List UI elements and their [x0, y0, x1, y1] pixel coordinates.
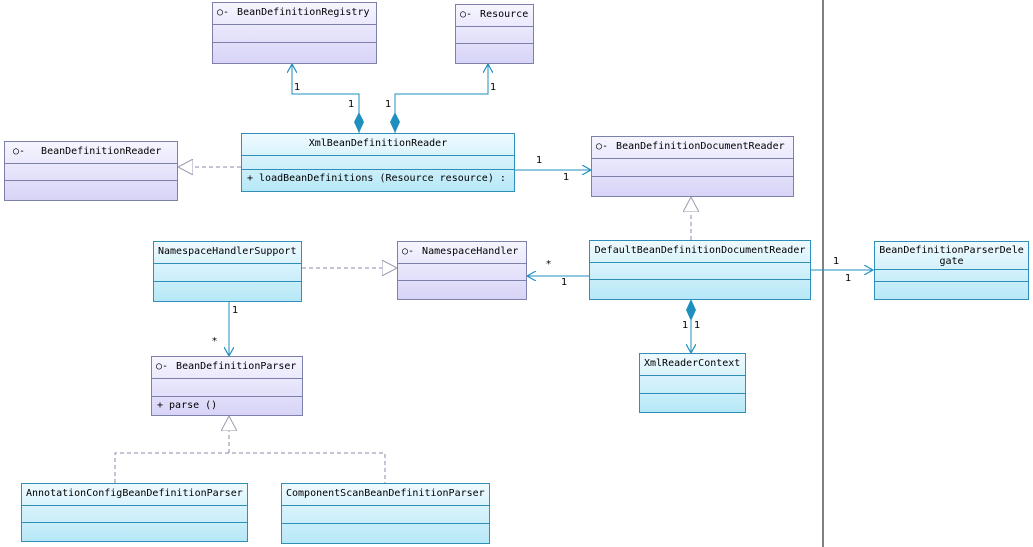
- class-resource[interactable]: ○- Resource: [455, 4, 534, 64]
- multiplicity-label: *: [212, 336, 217, 347]
- attributes-section: [22, 506, 247, 523]
- realize-parser-tree: [114, 452, 386, 483]
- multiplicity-label: 1: [682, 320, 689, 331]
- operations-section: [640, 394, 745, 412]
- operation-load-bean-definitions: + loadBeanDefinitions (Resource resource…: [247, 173, 506, 184]
- attributes-section: [213, 25, 376, 43]
- multiplicity-label: 1: [833, 256, 840, 267]
- class-name: AnnotationConfigBeanDefinitionParser: [26, 488, 243, 499]
- class-xml-bean-definition-reader[interactable]: XmlBeanDefinitionReader + loadBeanDefini…: [241, 133, 515, 192]
- class-name: NamespaceHandler: [422, 246, 519, 257]
- multiplicity-label: 1: [845, 273, 852, 284]
- class-name: BeanDefinitionParser: [176, 361, 297, 372]
- operations-section: + loadBeanDefinitions (Resource resource…: [242, 170, 514, 191]
- class-bean-definition-reader[interactable]: ○- BeanDefinitionReader: [4, 141, 178, 201]
- operations-section: [456, 44, 533, 63]
- attributes-section: [640, 376, 745, 394]
- class-name: BeanDefinitionParserDelegate: [879, 245, 1024, 267]
- operations-section: [590, 280, 810, 299]
- attributes-section: [152, 379, 302, 397]
- operations-section: + parse (): [152, 397, 302, 415]
- interface-icon: ○-: [402, 246, 415, 257]
- operations-section: [592, 177, 793, 196]
- interface-icon: ○-: [460, 9, 473, 20]
- class-bean-definition-document-reader[interactable]: ○- BeanDefinitionDocumentReader: [591, 136, 794, 197]
- class-name: BeanDefinitionRegistry: [237, 7, 370, 18]
- class-name: ComponentScanBeanDefinitionParser: [286, 488, 485, 499]
- class-annotation-config-bean-definition-parser[interactable]: AnnotationConfigBeanDefinitionParser: [21, 483, 248, 542]
- attributes-section: [592, 159, 793, 177]
- attributes-section: [282, 506, 489, 524]
- class-namespace-handler-support[interactable]: NamespaceHandlerSupport: [153, 241, 302, 302]
- multiplicity-label: 1: [536, 155, 543, 166]
- attributes-section: [875, 270, 1028, 282]
- multiplicity-label: 1: [385, 99, 392, 110]
- multiplicity-label: 1: [563, 172, 570, 183]
- attributes-section: [242, 156, 514, 170]
- operations-section: [5, 181, 177, 200]
- attributes-section: [456, 27, 533, 44]
- class-bean-definition-registry[interactable]: ○- BeanDefinitionRegistry: [212, 2, 377, 64]
- attributes-section: [154, 264, 301, 282]
- attributes-section: [5, 164, 177, 181]
- class-name: Resource: [480, 9, 529, 20]
- interface-icon: ○-: [156, 361, 169, 372]
- class-namespace-handler[interactable]: ○- NamespaceHandler: [397, 241, 527, 300]
- interface-icon: ○-: [13, 146, 26, 157]
- class-bean-definition-parser[interactable]: ○- BeanDefinitionParser + parse (): [151, 356, 303, 416]
- assoc-reader-resource: [394, 64, 488, 133]
- operations-section: [213, 43, 376, 63]
- class-name: NamespaceHandlerSupport: [158, 246, 297, 257]
- operations-section: [875, 282, 1028, 299]
- multiplicity-label: *: [546, 259, 551, 270]
- diamond-registry: [354, 112, 364, 133]
- multiplicity-label: 1: [694, 320, 701, 331]
- operations-section: [22, 523, 247, 541]
- multiplicity-label: 1: [348, 99, 355, 110]
- class-default-bean-definition-document-reader[interactable]: DefaultBeanDefinitionDocumentReader: [589, 240, 811, 300]
- diamond-ctx: [686, 299, 696, 321]
- multiplicity-label: 1: [294, 82, 301, 93]
- operation-parse: + parse (): [157, 400, 218, 411]
- class-name: BeanDefinitionReader: [41, 146, 162, 157]
- class-xml-reader-context[interactable]: XmlReaderContext: [639, 353, 746, 413]
- class-name: DefaultBeanDefinitionDocumentReader: [594, 245, 806, 256]
- class-name: BeanDefinitionDocumentReader: [616, 141, 785, 152]
- class-name: XmlBeanDefinitionReader: [308, 138, 448, 149]
- diamond-resource: [390, 112, 400, 133]
- class-bean-definition-parser-delegate[interactable]: BeanDefinitionParserDelegate: [874, 241, 1029, 300]
- operations-section: [398, 281, 526, 299]
- attributes-section: [398, 264, 526, 281]
- class-name: XmlReaderContext: [644, 358, 741, 369]
- multiplicity-label: 1: [561, 277, 568, 288]
- interface-icon: ○-: [217, 7, 230, 18]
- operations-section: [282, 524, 489, 543]
- operations-section: [154, 282, 301, 301]
- class-component-scan-bean-definition-parser[interactable]: ComponentScanBeanDefinitionParser: [281, 483, 490, 544]
- interface-icon: ○-: [596, 141, 609, 152]
- multiplicity-label: 1: [490, 82, 497, 93]
- multiplicity-label: 1: [232, 305, 239, 316]
- attributes-section: [590, 263, 810, 280]
